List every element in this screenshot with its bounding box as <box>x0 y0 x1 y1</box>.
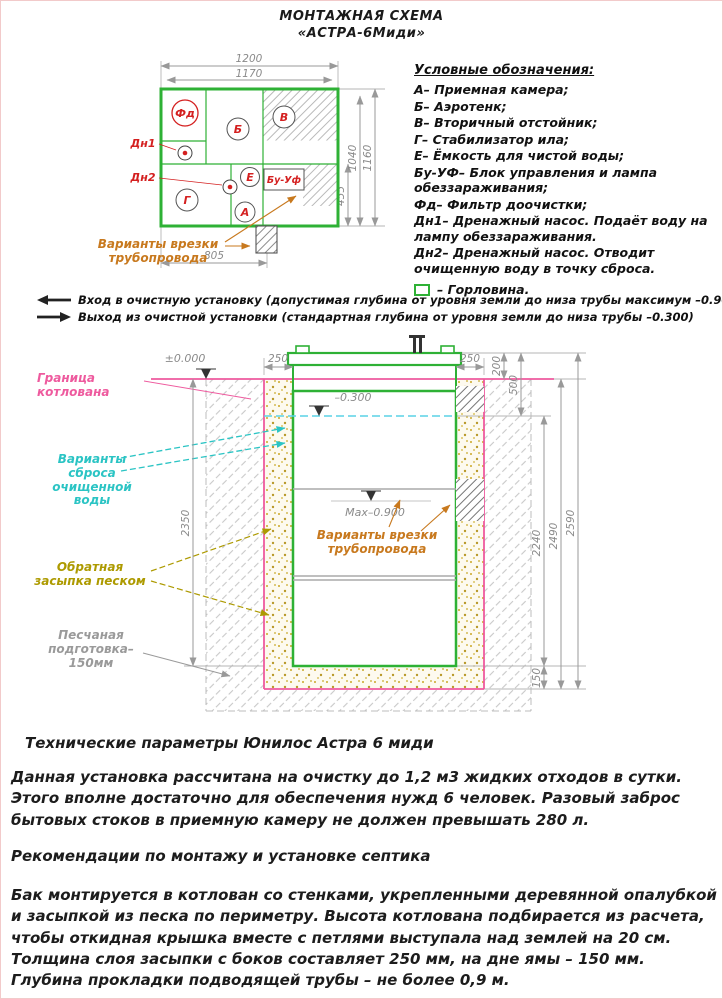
outlet-note: Выход из очистной установки (стандартная… <box>37 310 694 324</box>
label-bu: Бу-Уф <box>267 175 301 186</box>
recommendations-paragraph: Бак монтируется в котлован со стенками, … <box>11 886 717 990</box>
legend-item: Дн1– Дренажный насос. Подаёт воду на лам… <box>414 213 708 244</box>
discharge-label: Варианты сброса очищенной воды <box>52 452 132 508</box>
inlet-note-text: Вход в очистную установку (допустимая гл… <box>78 293 723 307</box>
plan-compartment-labels: Фд Б В Е А Г Бу-Уф Дн1 Дн2 <box>129 99 301 223</box>
legend-title: Условные обозначения: <box>414 63 595 78</box>
label-v: В <box>280 111 288 124</box>
plan-pipe-stub <box>255 225 278 254</box>
tank-partitions <box>293 488 456 581</box>
discharge-leaders <box>120 426 286 472</box>
level-max900-label: Max–0.900 <box>345 506 405 519</box>
legend-item: Бу-УФ– Блок управления и лампа обеззараж… <box>414 164 658 196</box>
pipe-zone-hatch-right <box>456 479 484 521</box>
pit-boundary-label: Граница котлована <box>37 371 110 399</box>
v-circle <box>272 105 296 129</box>
legend-item: Г– Стабилизатор ила; <box>414 131 569 147</box>
g-circle <box>175 188 199 212</box>
plan-view-drawing: 1200 1170 1040 1160 455 805 Фд <box>129 53 385 268</box>
section-pipe-leaders <box>388 499 451 532</box>
soil-hatch <box>205 379 532 712</box>
legend-item: В– Вторичный отстойник; <box>414 115 598 130</box>
sandprep-label: Песчаная подготовка–150мм <box>48 628 134 670</box>
dim-2350: 2350 <box>180 509 192 536</box>
outlet-note-text: Выход из очистной установки (стандартная… <box>78 310 694 324</box>
plan-pipe-leader-arrows <box>224 195 297 250</box>
dim-250-left: 250 <box>268 353 288 365</box>
plan-dimension-arrows <box>160 62 379 267</box>
legend-gorlovina-row: – Горловина. <box>414 282 714 298</box>
left-arrow-icon <box>37 295 71 305</box>
page-title: МОНТАЖНАЯ СХЕМА <box>279 9 444 24</box>
page-subtitle: «АСТРА-6Миди» <box>297 26 426 41</box>
lid-hinge-left <box>295 345 310 354</box>
label-dn1: Дн1 <box>129 137 155 150</box>
plan-dim-805: 805 <box>204 250 224 262</box>
tech-params-paragraph: Данная установка рассчитана на очистку д… <box>11 768 682 829</box>
level-zero-label: ±0.000 <box>165 352 206 365</box>
legend: Условные обозначения: А– Приемная камера… <box>414 63 714 298</box>
dim-250-right: 250 <box>460 353 480 365</box>
boundary-leader <box>143 380 252 400</box>
label-g: Г <box>183 194 191 207</box>
dim-2590: 2590 <box>565 509 577 536</box>
backfill-label: Обратная засыпка песком <box>34 560 146 588</box>
plan-control-box <box>263 168 305 191</box>
level-300-label: –0.300 <box>335 391 372 404</box>
plan-dim-1160: 1160 <box>362 144 374 171</box>
dim-2240: 2240 <box>531 529 543 556</box>
plan-dim-1200: 1200 <box>236 53 263 65</box>
level-marks <box>196 368 431 502</box>
backfill-leaders <box>150 528 272 617</box>
b-circle <box>226 117 250 141</box>
tank-section <box>286 335 463 668</box>
label-fd: Фд <box>175 107 195 120</box>
gorlovina-square-icon <box>414 283 430 296</box>
dim-2490: 2490 <box>548 522 560 549</box>
section-pipe-note: Варианты врезки трубопровода <box>316 528 438 556</box>
plan-dim-1170: 1170 <box>236 68 263 80</box>
fd-circle <box>171 99 199 127</box>
label-b: Б <box>234 123 242 136</box>
lid-hinge-right <box>440 345 455 354</box>
dim-200: 200 <box>491 356 503 376</box>
right-arrow-icon <box>37 312 71 322</box>
legend-item: Дн2– Дренажный насос. Отводит очищенную … <box>414 245 656 276</box>
legend-gorlovina-label: – Горловина. <box>437 282 530 297</box>
tank-lid <box>286 351 463 367</box>
dim-150: 150 <box>531 668 543 688</box>
recommendations-title: Рекомендации по монтажу и установке септ… <box>11 847 431 865</box>
legend-item: Фд– Фильтр доочистки; <box>414 196 588 212</box>
label-e: Е <box>246 171 254 184</box>
e-circle <box>240 167 260 187</box>
label-a: А <box>240 206 250 219</box>
section-view-drawing: ±0.000 –0.300 Max–0.900 25 <box>120 335 586 712</box>
vent-handle-icon <box>409 335 425 353</box>
legend-item: Б– Аэротенк; <box>414 98 507 114</box>
section-dimension-arrows <box>189 352 582 690</box>
plan-dim-1040: 1040 <box>347 144 359 171</box>
plan-pipe-note: Варианты врезки трубопровода <box>97 237 219 265</box>
pipe-zone-hatch-top <box>456 386 484 412</box>
tech-params-title: Технические параметры Юнилос Астра 6 мид… <box>25 734 434 752</box>
legend-item: А– Приемная камера; <box>414 82 569 97</box>
a-circle <box>234 201 256 223</box>
sandprep-leader <box>142 652 231 678</box>
label-dn2: Дн2 <box>129 171 155 184</box>
inlet-note: Вход в очистную установку (допустимая гл… <box>37 293 723 307</box>
dim-500: 500 <box>508 375 520 395</box>
legend-item: Е– Ёмкость для чистой воды; <box>414 148 625 163</box>
